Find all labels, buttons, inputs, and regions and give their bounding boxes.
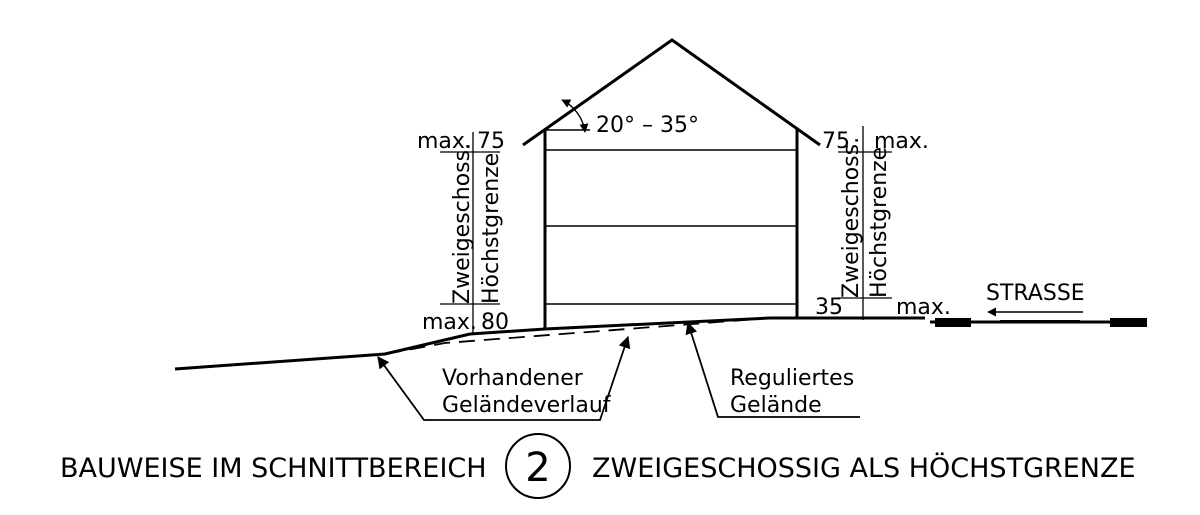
section-number: 2 — [525, 445, 550, 491]
regulated-terrain-line — [174, 316, 925, 371]
house — [522, 38, 821, 329]
regulated-terrain-leader — [685, 321, 860, 418]
street: STRASSE — [930, 281, 1147, 327]
right-vertical-label-2: Höchstgrenze — [867, 147, 892, 298]
title-left: BAUWEISE IM SCHNITTBEREICH — [60, 453, 487, 484]
left-max-bottom: max. — [422, 310, 477, 335]
regulated-terrain-label-1: Reguliertes — [730, 366, 854, 391]
terrain — [174, 316, 925, 371]
title-right: ZWEIGESCHOSSIG ALS HÖCHSTGRENZE — [592, 452, 1136, 484]
right-dim-bottom: 35 — [815, 295, 843, 320]
drawing-title: BAUWEISE IM SCHNITTBEREICH 2 ZWEIGESCHOS… — [60, 433, 1136, 499]
terrain-annotations: Vorhandener Geländeverlauf Reguliertes G… — [377, 321, 860, 421]
street-label: STRASSE — [986, 281, 1085, 306]
roof-angle-annotation: 20° – 35° — [545, 99, 699, 138]
right-max-bottom: max. — [896, 295, 951, 320]
existing-terrain-label-1: Vorhandener — [442, 366, 584, 391]
left-vertical-label-2: Höchstgrenze — [479, 153, 504, 304]
left-dim-top: 75 — [477, 129, 505, 154]
left-max-top: max. — [417, 129, 472, 154]
left-vertical-label-1: Zweigeschoss. — [450, 143, 475, 304]
existing-terrain-label-2: Geländeverlauf — [442, 393, 612, 418]
left-dimension: max. 75 Zweigeschoss. Höchstgrenze max. … — [417, 129, 509, 335]
street-hatch-3 — [1110, 318, 1147, 327]
section-number-circle — [505, 433, 571, 499]
right-max-top: max. — [874, 129, 929, 154]
street-hatch-1 — [935, 318, 971, 327]
existing-terrain-leader — [377, 335, 631, 421]
roof-angle-label: 20° – 35° — [596, 113, 699, 138]
regulated-terrain-label-2: Gelände — [730, 393, 822, 418]
street-hatch-2 — [1000, 320, 1080, 323]
angle-arc — [561, 99, 589, 133]
right-dimension: 75 max. Zweigeschoss. Höchstgrenze 35 ma… — [815, 126, 951, 320]
right-dim-top: 75 — [822, 129, 850, 154]
right-vertical-label-1: Zweigeschoss. — [839, 137, 864, 298]
